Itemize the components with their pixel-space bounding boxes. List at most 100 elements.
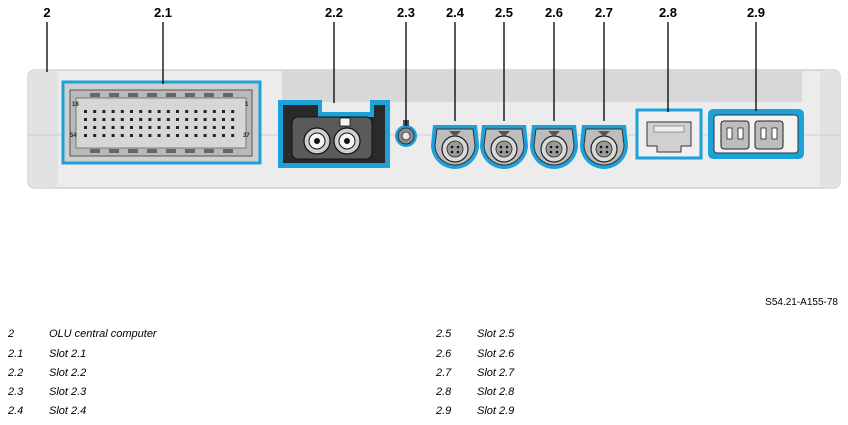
slot-2-7-connector — [580, 125, 628, 169]
pin — [130, 134, 133, 137]
pin — [166, 126, 170, 129]
latch-tab — [166, 93, 176, 97]
pin — [194, 134, 198, 137]
pin — [212, 126, 216, 129]
latch-tab — [223, 93, 233, 97]
callout-2-1: 2.1 — [154, 5, 172, 20]
pin — [194, 118, 198, 121]
pin — [185, 134, 189, 137]
pin — [185, 126, 189, 129]
callout-2-3: 2.3 — [397, 5, 415, 20]
pin — [157, 118, 161, 121]
olu-connector-diagram: 18 1 54 37 — [27, 5, 841, 189]
pin — [176, 118, 179, 121]
callout-2-6: 2.6 — [545, 5, 563, 20]
slot-2-2-connector — [278, 100, 390, 168]
pin — [231, 126, 235, 129]
pin — [102, 126, 106, 129]
callout-2-9: 2.9 — [747, 5, 765, 20]
pin — [203, 110, 207, 113]
pin — [111, 134, 115, 137]
latch-tab — [147, 149, 157, 153]
pin — [166, 118, 170, 121]
slot-2-5-connector — [480, 125, 528, 169]
latch-tab — [185, 149, 195, 153]
pin — [203, 134, 207, 137]
slot-2-9-connector — [708, 109, 804, 159]
pin — [102, 110, 106, 113]
pin — [120, 110, 124, 113]
pin — [157, 134, 161, 137]
pin — [148, 118, 152, 121]
pin — [139, 126, 143, 129]
pin — [231, 118, 235, 121]
pin — [222, 118, 225, 121]
pin — [93, 110, 97, 113]
pin — [84, 126, 87, 129]
pin — [102, 134, 106, 137]
pin — [84, 134, 87, 137]
pin — [130, 110, 133, 113]
pin-label-1: 1 — [245, 102, 249, 108]
pin — [111, 126, 115, 129]
pin — [120, 126, 124, 129]
slot-2-1-connector: 18 1 54 37 — [61, 80, 262, 165]
pin — [212, 118, 216, 121]
slot-2-1-pins — [84, 93, 235, 153]
latch-tab — [185, 93, 195, 97]
pin — [222, 110, 225, 113]
pin — [203, 126, 207, 129]
callout-2-4: 2.4 — [446, 5, 465, 20]
pin — [93, 134, 97, 137]
pin — [166, 134, 170, 137]
pin — [93, 126, 97, 129]
pin — [185, 110, 189, 113]
latch-tab — [90, 93, 100, 97]
pin — [157, 126, 161, 129]
pin-label-18: 18 — [72, 102, 79, 108]
latch-tab — [204, 149, 214, 153]
pin — [176, 126, 179, 129]
pin — [176, 110, 179, 113]
slot-2-4-connector — [431, 125, 479, 169]
latch-tab — [90, 149, 100, 153]
pin — [157, 110, 161, 113]
pin — [148, 126, 152, 129]
pin — [102, 118, 106, 121]
pin — [139, 118, 143, 121]
slot-2-8-connector — [635, 108, 703, 160]
latch-tab — [109, 149, 119, 153]
pin — [84, 110, 87, 113]
pin — [120, 118, 124, 121]
pin — [176, 134, 179, 137]
pin — [130, 118, 133, 121]
callout-2: 2 — [43, 5, 50, 20]
pin — [203, 118, 207, 121]
pin — [194, 126, 198, 129]
pin — [120, 134, 124, 137]
pin — [166, 110, 170, 113]
round-slot-group — [431, 125, 628, 169]
slot-2-6-connector — [530, 125, 578, 169]
latch-tab — [223, 149, 233, 153]
latch-tab — [204, 93, 214, 97]
pin — [111, 118, 115, 121]
pin — [111, 110, 115, 113]
pin — [148, 134, 152, 137]
pin — [222, 126, 225, 129]
pin — [212, 110, 216, 113]
pin — [231, 110, 235, 113]
pin — [139, 134, 143, 137]
pin — [222, 134, 225, 137]
callout-leaders — [46, 22, 757, 126]
reference-code: S54.21-A155-78 — [765, 297, 838, 308]
callout-2-2: 2.2 — [325, 5, 343, 20]
pin — [231, 134, 235, 137]
callout-2-8: 2.8 — [659, 5, 677, 20]
pin — [194, 110, 198, 113]
pin — [212, 134, 216, 137]
pin — [185, 118, 189, 121]
pin — [130, 126, 133, 129]
latch-tab — [147, 93, 157, 97]
latch-tab — [128, 93, 138, 97]
